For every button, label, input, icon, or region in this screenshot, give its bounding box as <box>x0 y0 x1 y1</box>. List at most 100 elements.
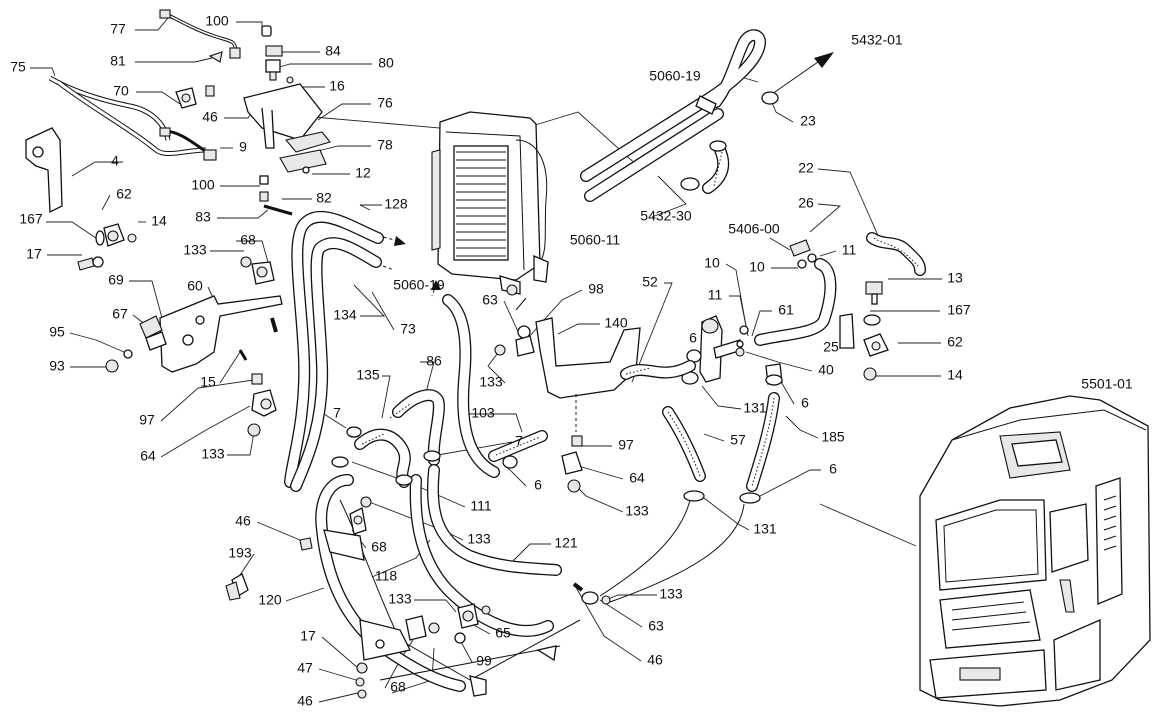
part-callout-label: 81 <box>110 53 126 69</box>
part-callout-label: 5060-19 <box>393 277 445 293</box>
part-callout-label: 134 <box>333 307 357 323</box>
part-callout-label: 17 <box>26 246 42 262</box>
part-callout-label: 82 <box>316 190 332 206</box>
part-callout-label: 40 <box>818 362 834 378</box>
part-callout-label: 63 <box>648 618 664 634</box>
part-callout-label: 73 <box>400 321 416 337</box>
part-callout-label: 11 <box>708 287 723 303</box>
part-callout-label: 133 <box>625 503 649 519</box>
part-callout-label: 99 <box>476 653 492 669</box>
part-callout-label: 61 <box>778 302 794 318</box>
part-callout-label: 23 <box>800 113 816 129</box>
part-callout-label: 103 <box>471 405 495 421</box>
part-callout-label: 46 <box>202 109 218 125</box>
arrow-head-icon <box>814 52 834 68</box>
part-callout-label: 46 <box>235 513 251 529</box>
bracket-140 <box>494 284 641 493</box>
part-callout-label: 13 <box>947 270 963 286</box>
part-callout-label: 86 <box>426 353 442 369</box>
part-callout-label: 14 <box>151 213 167 229</box>
part-callout-label: 57 <box>730 432 746 448</box>
part-callout-label: 75 <box>10 59 26 75</box>
part-callout-label: 185 <box>821 429 845 445</box>
part-callout-label: 133 <box>388 591 412 607</box>
part-callout-label: 9 <box>239 139 247 155</box>
part-callout-label: 140 <box>604 315 628 331</box>
part-callout-label: 11 <box>842 242 857 258</box>
part-callout-label: 62 <box>947 334 963 350</box>
part-callout-label: 10 <box>704 255 720 271</box>
part-callout-label: 6 <box>801 395 809 411</box>
part-callout-label: 64 <box>140 448 156 464</box>
part-callout-label: 12 <box>355 165 371 181</box>
part-callout-label: 133 <box>479 374 503 390</box>
radiator-5060-11 <box>431 111 549 295</box>
part-callout-label: 63 <box>482 292 498 308</box>
part-callout-label: 46 <box>297 693 313 709</box>
part-callout-label: 5501-01 <box>1081 376 1133 392</box>
part-callout-label: 133 <box>183 242 207 258</box>
upper-right-hoses <box>580 29 926 603</box>
part-callout-label: 67 <box>112 306 128 322</box>
part-callout-label: 64 <box>629 470 645 486</box>
clamps-center <box>225 426 611 699</box>
part-callout-label: 68 <box>390 679 406 695</box>
part-callout-label: 83 <box>195 209 211 225</box>
part-callout-label: 4 <box>111 153 119 169</box>
part-callout-label: 5406-00 <box>728 221 780 237</box>
part-callout-label: 100 <box>205 13 229 29</box>
part-callout-label: 78 <box>377 137 393 153</box>
part-callout-label: 93 <box>49 358 65 374</box>
part-callout-label: 128 <box>384 196 408 212</box>
direction-arrows <box>371 52 834 297</box>
part-callout-label: 193 <box>228 545 252 561</box>
part-callout-label: 10 <box>749 259 765 275</box>
part-callout-label: 97 <box>618 437 634 453</box>
truck-cab-5501-01 <box>919 395 1151 707</box>
part-callout-label: 133 <box>467 531 491 547</box>
part-callout-label: 111 <box>470 498 491 514</box>
part-callout-label: 133 <box>201 446 225 462</box>
part-callout-label: 118 <box>375 568 398 584</box>
part-callout-label: 65 <box>495 625 511 641</box>
part-callout-label: 95 <box>49 324 65 340</box>
hose-set <box>284 210 581 692</box>
part-callout-label: 17 <box>300 628 316 644</box>
part-callout-label: 120 <box>258 592 282 608</box>
part-callout-label: 46 <box>647 652 663 668</box>
part-callout-label: 84 <box>325 43 341 59</box>
part-callout-label: 7 <box>333 405 341 421</box>
upper-left-hardware <box>25 9 331 437</box>
part-callout-label: 80 <box>378 55 394 71</box>
part-callout-label: 167 <box>947 302 971 318</box>
part-callout-label: 131 <box>743 400 767 416</box>
part-callout-label: 6 <box>534 477 542 493</box>
part-callout-label: 5060-19 <box>649 68 701 84</box>
part-callout-label: 68 <box>371 539 387 555</box>
part-callout-label: 14 <box>947 367 963 383</box>
part-callout-label: 15 <box>200 374 216 390</box>
part-callout-label: 97 <box>139 412 155 428</box>
part-callout-label: 98 <box>588 281 604 297</box>
part-callout-label: 60 <box>187 278 203 294</box>
part-callout-label: 62 <box>116 186 132 202</box>
part-callout-label: 121 <box>554 535 578 551</box>
part-callout-label: 100 <box>191 177 215 193</box>
part-callout-label: 68 <box>240 232 256 248</box>
part-callout-label: 70 <box>113 83 129 99</box>
radiator-fins <box>456 151 506 257</box>
part-callout-label: 52 <box>642 274 658 290</box>
part-callout-label: 135 <box>356 367 380 383</box>
part-callout-label: 167 <box>19 211 43 227</box>
part-callout-label: 77 <box>110 21 126 37</box>
part-callout-label: 76 <box>377 95 393 111</box>
part-callout-label: 5432-01 <box>851 32 903 48</box>
part-callout-label: 5060-11 <box>570 232 621 248</box>
part-callout-label: 133 <box>659 586 683 602</box>
part-callout-label: 22 <box>798 160 814 176</box>
part-callout-label: 16 <box>329 78 345 94</box>
part-callout-label: 47 <box>297 660 313 676</box>
